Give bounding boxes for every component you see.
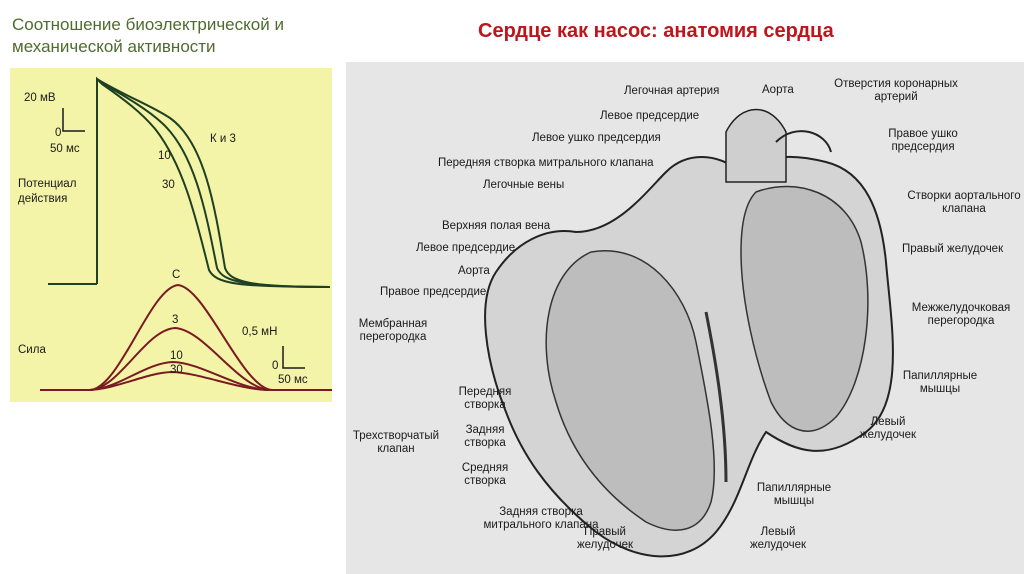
ap-curve-10 (97, 79, 330, 287)
label-septal-cusp: Средняя створка (450, 462, 520, 488)
ap-scale-ms: 50 мс (50, 143, 80, 156)
label-right-atrium: Правое предсердие (380, 286, 486, 299)
label-left-ventricle-b: Левый желудочек (738, 526, 818, 552)
label-left-auricle: Левое ушко предсердия (532, 132, 661, 145)
label-pulmonary-veins: Легочные вены (483, 179, 564, 192)
label-interventricular-septum: Межжелудочковая перегородка (901, 302, 1021, 328)
aorta-shape (726, 110, 786, 183)
left-title: Соотношение биоэлектрической и механичес… (12, 14, 342, 58)
label-aorta-top: Аорта (762, 84, 794, 97)
label-coronary-openings: Отверстия коронарных артерий (834, 78, 958, 104)
label-membranous-septum: Мембранная перегородка (350, 318, 436, 344)
force-curve-10-label: 10 (170, 350, 183, 363)
label-papillary-muscles-b: Папиллярные мышцы (754, 482, 834, 508)
ap-curve-k3 (97, 79, 330, 287)
bioelectric-mechanical-chart: 20 мВ 0 50 мс К и 3 10 30 Потенциал дейс… (10, 68, 332, 402)
label-right-ventricle-r: Правый желудочек (902, 243, 1003, 256)
ap-scale-zero: 0 (55, 127, 61, 140)
label-left-atrium-top: Левое предсердие (600, 110, 699, 123)
ap-scale-bar (63, 108, 85, 131)
force-curve-3-label: 3 (172, 314, 178, 327)
ap-label: Потенциал действия (18, 177, 88, 207)
label-posterior-cusp: Задняя створка (450, 424, 520, 450)
ap-curve-k3-label: К и 3 (210, 133, 236, 146)
label-right-ventricle-b: Правый желудочек (570, 526, 640, 552)
label-aortic-valve: Створки аортального клапана (904, 190, 1024, 216)
force-curve-c-label: С (172, 269, 180, 282)
force-scale-ms: 50 мс (278, 374, 308, 387)
heart-anatomy-figure: Легочная артерия Аорта Отверстия коронар… (346, 62, 1024, 574)
force-curve-30-label: 30 (170, 364, 183, 377)
right-title: Сердце как насос: анатомия сердца (478, 20, 834, 43)
label-right-auricle: Правое ушко предсердия (878, 128, 968, 154)
ap-curve-10-label: 10 (158, 150, 171, 163)
label-papillary-muscles-r: Папиллярные мышцы (898, 370, 982, 396)
label-mitral-anterior: Передняя створка митрального клапана (438, 157, 654, 170)
label-tricuspid-valve: Трехстворчатый клапан (346, 430, 446, 456)
label-superior-vena-cava: Верхняя полая вена (442, 220, 550, 233)
ap-scale-mv: 20 мВ (24, 92, 56, 105)
label-left-ventricle-r: Левый желудочек (848, 416, 928, 442)
ap-curve-30 (97, 79, 330, 287)
label-pulmonary-artery: Легочная артерия (624, 85, 719, 98)
force-label: Сила (18, 344, 46, 357)
label-aorta: Аорта (458, 265, 490, 278)
force-scale-mn: 0,5 мН (242, 326, 277, 339)
force-scale-zero: 0 (272, 360, 278, 373)
force-scale-bar (283, 346, 305, 368)
label-left-atrium: Левое предсердие (416, 242, 515, 255)
ap-curve-30-label: 30 (162, 179, 175, 192)
label-anterior-cusp: Передняя створка (450, 386, 520, 412)
